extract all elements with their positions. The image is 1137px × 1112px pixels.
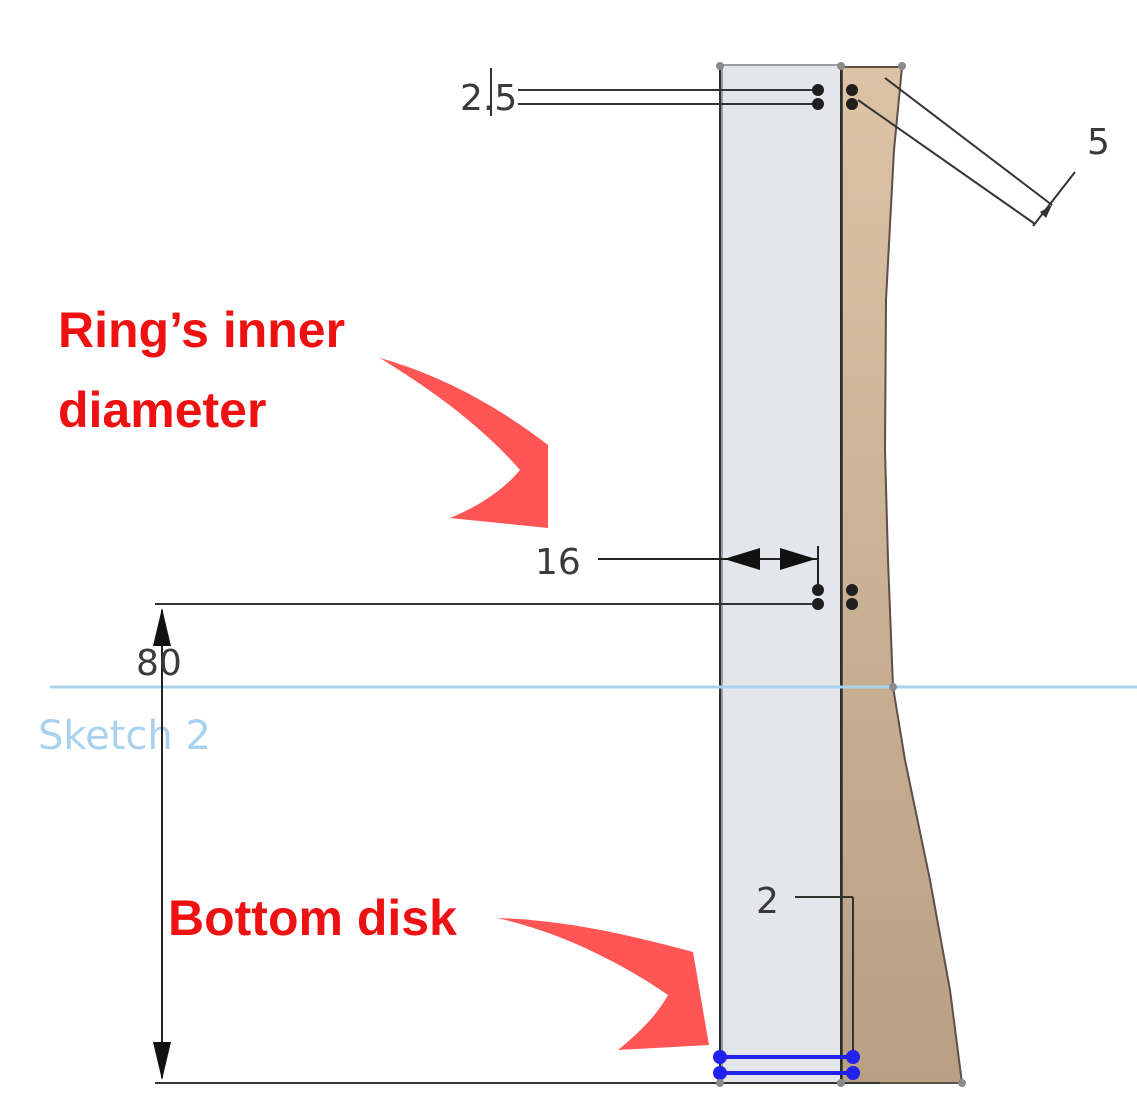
ring-inner-diameter-callout-line-2: diameter <box>58 382 266 438</box>
bottom-corner-point-left[interactable] <box>716 1079 724 1087</box>
height-dimension[interactable]: 80 <box>136 643 182 684</box>
bottom-corner-point-mid[interactable] <box>837 1079 845 1087</box>
inner-radius-arrowhead-right <box>780 548 816 570</box>
top-corner-point-left[interactable] <box>716 62 724 70</box>
height-arrowhead-top <box>153 608 171 646</box>
height-arrowhead-bottom <box>153 1042 171 1080</box>
inner-region <box>721 64 842 1084</box>
bottom-disk-callout: Bottom disk <box>168 890 457 946</box>
inner-radius-arrowhead-left <box>724 548 760 570</box>
axis-point[interactable] <box>889 683 897 691</box>
chamfer-extension-line-2 <box>857 99 1036 225</box>
bottom-corner-point-right[interactable] <box>958 1079 966 1087</box>
chamfer-dimension[interactable]: 5 <box>1087 122 1110 163</box>
middle-constraint-points[interactable] <box>812 584 858 610</box>
bottom-disk-arrow <box>497 918 709 1050</box>
disk-thickness-dimension[interactable]: 2 <box>756 881 779 922</box>
ring-inner-diameter-arrow <box>380 358 548 528</box>
ring-inner-diameter-callout-line-1: Ring’s inner <box>58 302 345 358</box>
ring-profile[interactable] <box>841 66 964 1084</box>
top-corner-point-mid[interactable] <box>837 62 845 70</box>
top-constraint-points[interactable] <box>812 84 858 110</box>
bottom-disk[interactable] <box>713 1050 860 1080</box>
chamfer-extension-line-1 <box>884 77 1053 206</box>
chamfer-dimension-line <box>1032 171 1076 227</box>
chamfer-arrowhead <box>1040 205 1052 218</box>
inner-radius-dimension[interactable]: 16 <box>535 542 581 583</box>
top-corner-point-right[interactable] <box>898 62 906 70</box>
sketch-label: Sketch 2 <box>38 713 211 759</box>
top-offset-dimension[interactable]: 2.5 <box>460 78 517 119</box>
